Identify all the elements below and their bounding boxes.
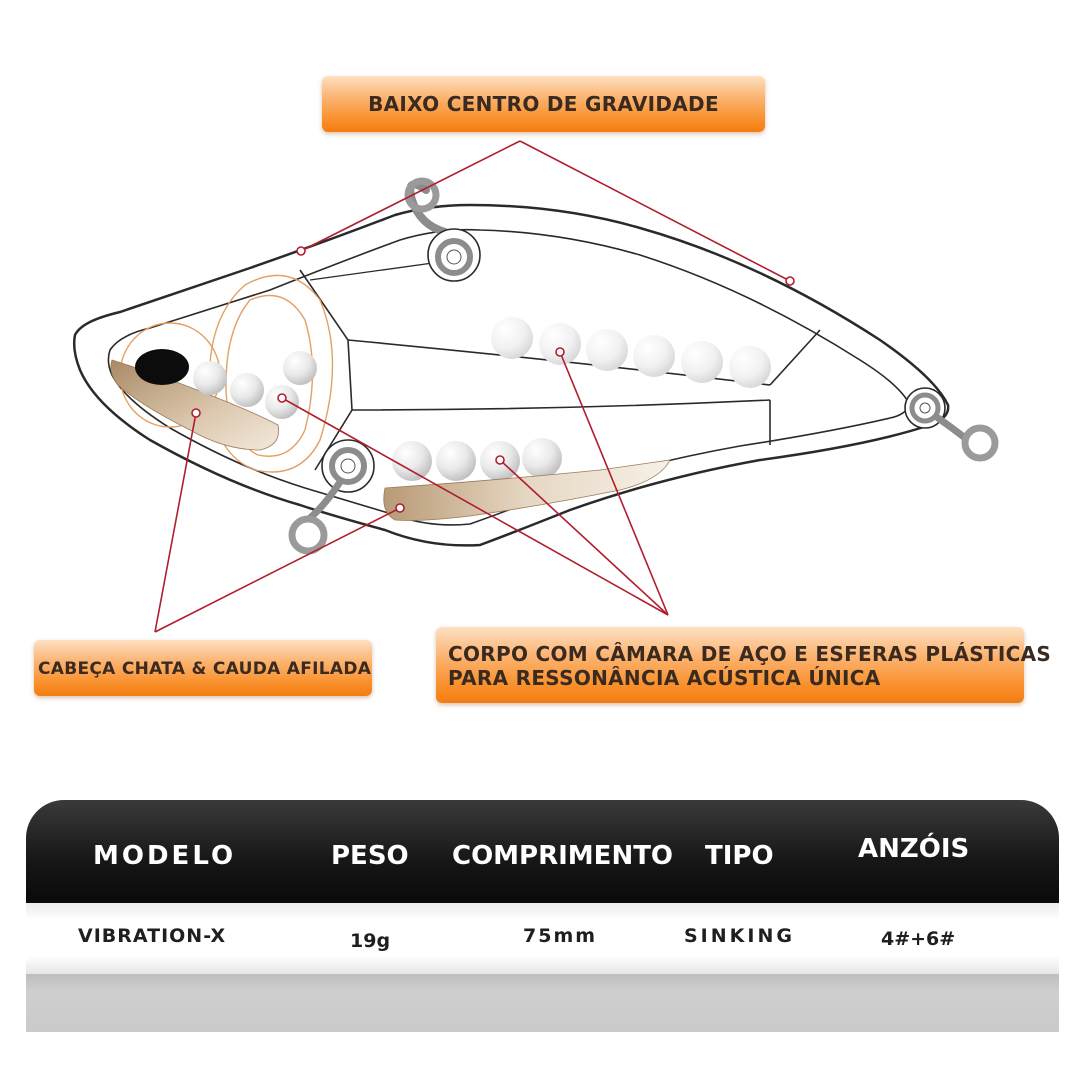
header-modelo: MODELO — [93, 841, 237, 871]
header-comprimento: COMPRIMENTO — [452, 841, 674, 871]
header-tipo: TIPO — [705, 841, 774, 871]
header-peso: PESO — [331, 841, 409, 871]
lower-chamber-balls — [392, 438, 562, 481]
leader-lines — [154, 140, 791, 633]
upper-chamber-balls — [491, 317, 771, 388]
belly-hook-eyelet-icon — [288, 439, 375, 555]
spec-table: MODELO PESO COMPRIMENTO TIPO ANZÓIS VIBR… — [26, 800, 1059, 1032]
callout-body-chamber: CORPO COM CÂMARA DE AÇO E ESFERAS PLÁSTI… — [436, 627, 1052, 703]
line-tie-eyelet-icon — [404, 177, 481, 282]
callout-low-center-of-gravity: BAIXO CENTRO DE GRAVIDADE — [322, 76, 765, 132]
value-peso: 19g — [350, 930, 391, 952]
callout-gravity-text: BAIXO CENTRO DE GRAVIDADE — [368, 92, 719, 116]
callout-flat-head-tapered-tail: CABEÇA CHATA & CAUDA AFILADA — [34, 640, 372, 696]
callout-body-line2: PARA RESSONÂNCIA ACÚSTICA ÚNICA — [448, 666, 881, 690]
tail-hook-eyelet-icon — [904, 387, 999, 462]
callout-body-line1: CORPO COM CÂMARA DE AÇO E ESFERAS PLÁSTI… — [448, 642, 1052, 666]
eye — [135, 349, 189, 385]
header-anzois: ANZÓIS — [858, 834, 970, 864]
spec-table-row: VIBRATION-X 19g 75mm SINKING 4#+6# — [26, 903, 1059, 974]
value-anzois: 4#+6# — [881, 928, 956, 950]
belly-weight-plate — [383, 459, 671, 521]
value-comprimento: 75mm — [523, 925, 598, 947]
value-tipo: SINKING — [684, 925, 795, 947]
callout-head-text: CABEÇA CHATA & CAUDA AFILADA — [38, 659, 372, 679]
spec-table-header: MODELO PESO COMPRIMENTO TIPO ANZÓIS — [26, 800, 1059, 903]
spec-table-footer-band — [26, 974, 1059, 1032]
value-modelo: VIBRATION-X — [78, 925, 227, 947]
lure-diagram — [72, 140, 999, 633]
leader-line-dots — [191, 246, 795, 513]
